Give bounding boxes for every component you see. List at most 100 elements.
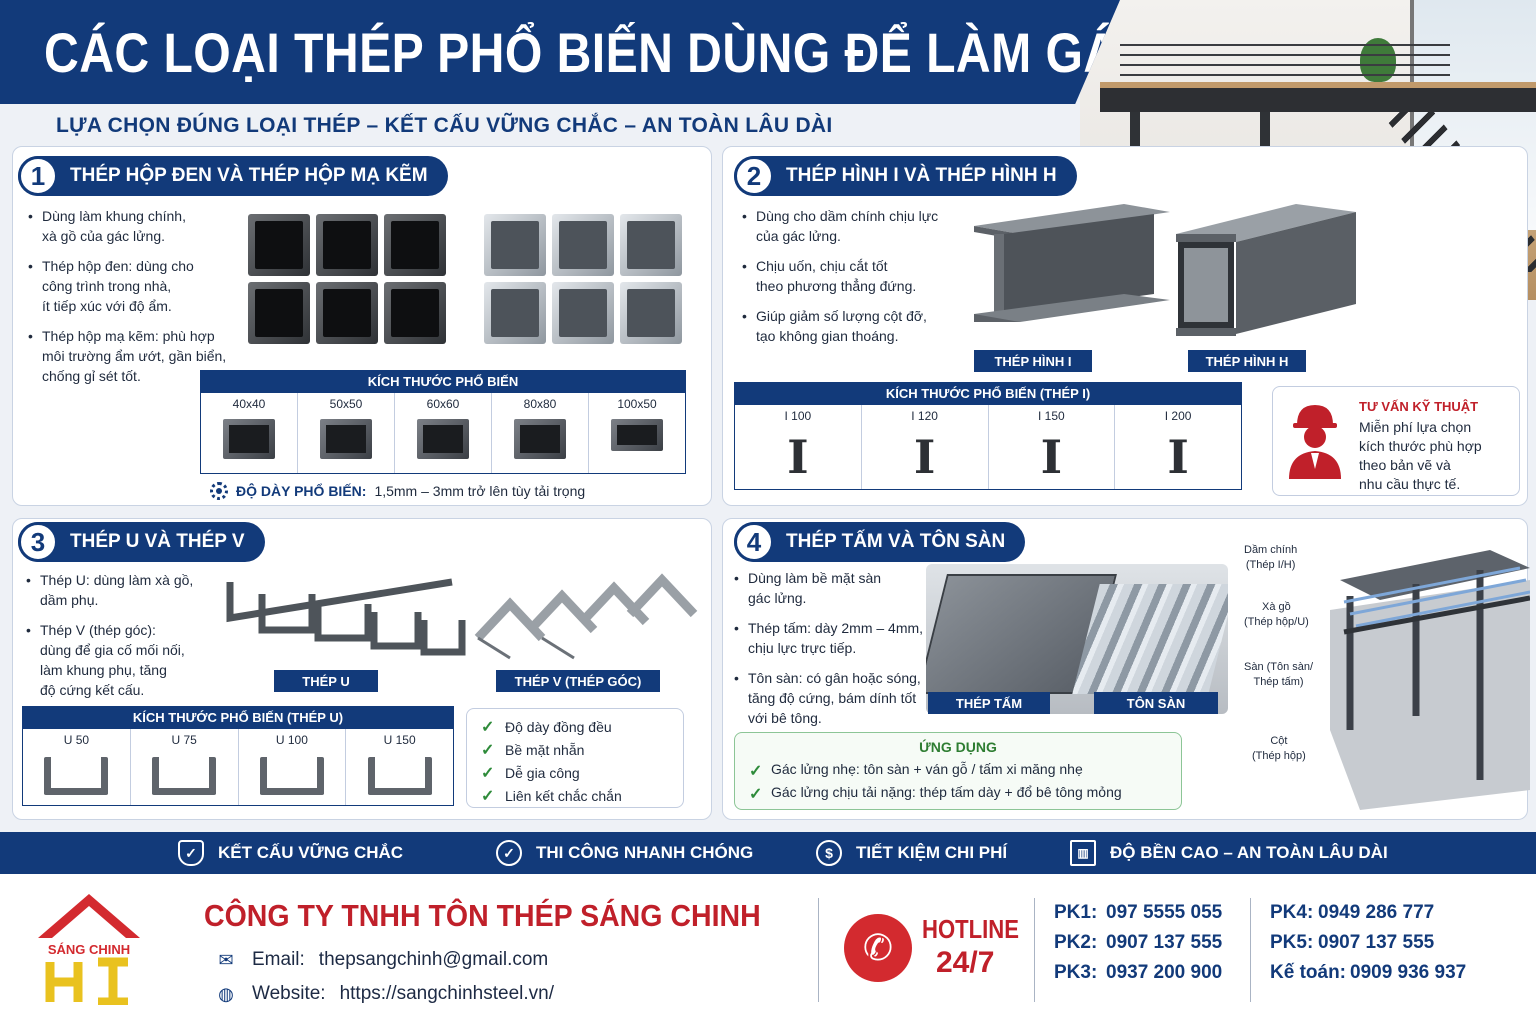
- section-2-header: 2 THÉP HÌNH I VÀ THÉP HÌNH H: [734, 156, 1077, 196]
- quality-checklist: ✓Độ dày đồng đều ✓Bề mặt nhẵn ✓Dễ gia cô…: [466, 708, 684, 808]
- phone-label: PK3:: [1054, 962, 1098, 983]
- phone-number: 0937 200 900: [1106, 962, 1223, 983]
- size-cell: 60x60: [395, 393, 492, 473]
- dollar-icon: $: [816, 840, 842, 866]
- building-icon: ▥: [1070, 840, 1096, 866]
- checklist-item: ✓Bề mặt nhẵn: [481, 738, 683, 761]
- square-tube-icon: [417, 419, 469, 459]
- section-number: 1: [18, 156, 58, 196]
- annotation-purlin: Xà gồ (Thép hộp/U): [1244, 601, 1309, 628]
- size-label: 50x50: [329, 397, 363, 411]
- phone-label: PK4:: [1270, 902, 1314, 923]
- i-beam-icon: I: [1040, 430, 1063, 484]
- bullet-item: Tôn sàn: có gân hoặc sóng, tăng độ cứng,…: [732, 668, 932, 728]
- phone-icon[interactable]: ✆: [844, 914, 912, 982]
- i-beam-icon: I: [787, 430, 809, 484]
- hotline-label: HOTLINE: [922, 914, 1019, 944]
- bullet-item: Thép hộp đen: dùng cho công trình trong …: [26, 256, 246, 316]
- email-row: ✉ Email: thepsangchinh@gmail.com: [214, 948, 548, 972]
- size-cell: 50x50: [298, 393, 395, 473]
- phone-line[interactable]: PK1:097 5555 055: [1054, 902, 1222, 924]
- consult-text: Miễn phí lựa chọn kích thước phù hợp the…: [1359, 419, 1482, 492]
- floor-decking-image: [1072, 584, 1228, 694]
- check-icon: ✓: [481, 741, 495, 759]
- divider: [1034, 898, 1035, 1002]
- phone-line[interactable]: PK2:0907 137 555: [1054, 932, 1222, 954]
- check-icon: ✓: [481, 787, 495, 805]
- steel-plate-decking-image: [926, 564, 1228, 714]
- thickness-note: ĐỘ DÀY PHỔ BIẾN: 1,5mm – 3mm trở lên tùy…: [210, 482, 585, 500]
- company-logo: SÁNG CHINH: [38, 894, 140, 1005]
- thickness-label: ĐỘ DÀY PHỔ BIẾN:: [236, 483, 367, 499]
- phone-line[interactable]: PK4:0949 286 777: [1270, 902, 1434, 924]
- engineer-icon: [1289, 405, 1341, 479]
- title-banner: CÁC LOẠI THÉP PHỔ BIẾN DÙNG ĐỂ LÀM GÁC L…: [0, 0, 1120, 104]
- application-item: ✓Gác lửng chịu tải nặng: thép tấm dày + …: [749, 784, 1122, 804]
- phone-number: 0949 286 777: [1318, 902, 1435, 923]
- rect-tube-icon: [611, 419, 663, 451]
- phone-line[interactable]: Kế toán:0909 936 937: [1270, 962, 1466, 984]
- size-label: 40x40: [232, 397, 266, 411]
- u-channel-icon: [259, 757, 324, 795]
- size-cell: 40x40: [201, 393, 298, 473]
- i-beam-icon: I: [913, 430, 936, 484]
- page-subtitle: LỰA CHỌN ĐÚNG LOẠI THÉP – KẾT CẤU VỮNG C…: [56, 114, 833, 137]
- footer: SÁNG CHINH CÔNG TY TNHH TÔN THÉP SÁNG CH…: [0, 874, 1536, 1024]
- section-number: 3: [18, 522, 58, 562]
- application-item: ✓ Gác lửng nhẹ: tôn sàn + ván gỗ / tấm xi…: [749, 761, 1083, 781]
- table-title: KÍCH THƯỚC PHỔ BIẾN (THÉP U): [23, 707, 453, 729]
- size-cell: 80x80: [492, 393, 589, 473]
- section-1-bullets: Dùng làm khung chính, xà gồ của gác lửng…: [26, 206, 246, 396]
- bullet-item: Giúp giảm số lượng cột đỡ, tạo không gia…: [740, 306, 970, 346]
- benefits-bar: ✓ KẾT CẤU VỮNG CHẮC ✓ THI CÔNG NHANH CHÓ…: [0, 832, 1536, 874]
- section-number: 2: [734, 156, 774, 196]
- application-text: Gác lửng nhẹ: tôn sàn + ván gỗ / tấm xi …: [771, 761, 1083, 777]
- size-label: U 100: [275, 733, 308, 747]
- section-4-bullets: Dùng làm bề mặt sàn gác lửng. Thép tấm: …: [732, 568, 932, 738]
- square-tube-icon: [320, 419, 372, 459]
- i-beam-image: [974, 204, 1170, 322]
- website-label: Website:: [252, 983, 326, 1004]
- angle-steel-image: [474, 573, 698, 660]
- phone-line[interactable]: PK3: 0937 200 900: [1054, 962, 1222, 984]
- size-cell: U 75: [131, 729, 239, 805]
- benefit-label: THI CÔNG NHANH CHÓNG: [536, 843, 754, 862]
- benefit-item: $ TIẾT KIỆM CHI PHÍ: [816, 840, 1007, 866]
- size-cell: U 100: [239, 729, 347, 805]
- phone-line[interactable]: PK5:0907 137 555: [1270, 932, 1434, 954]
- bullet-item: Thép V (thép góc): dùng để gia cố mối nố…: [24, 620, 224, 700]
- phone-number: 097 5555 055: [1106, 902, 1223, 923]
- size-label: I 100: [784, 409, 812, 423]
- square-tube-icon: [223, 419, 275, 459]
- checklist-item: ✓Liên kết chắc chắn: [481, 784, 683, 807]
- check-icon: ✓: [749, 763, 763, 780]
- bullet-item: Thép tấm: dày 2mm – 4mm, chịu lực trực t…: [732, 618, 932, 658]
- section-3-bullets: Thép U: dùng làm xà gồ, dầm phụ. Thép V …: [24, 570, 224, 710]
- benefit-item: ✓ KẾT CẤU VỮNG CHẮC: [178, 840, 403, 866]
- bullet-item: Dùng làm bề mặt sàn gác lửng.: [732, 568, 932, 608]
- hotline-hours: 24/7: [936, 946, 995, 979]
- size-label: U 150: [383, 733, 416, 747]
- size-label: 60x60: [426, 397, 460, 411]
- email-link[interactable]: thepsangchinh@gmail.com: [318, 949, 549, 970]
- section-2-bullets: Dùng cho dầm chính chịu lực của gác lửng…: [740, 206, 970, 356]
- square-tube-icon: [514, 419, 566, 459]
- website-link[interactable]: https://sangchinhsteel.vn/: [339, 983, 554, 1004]
- size-label: U 75: [171, 733, 197, 747]
- check-icon: ✓: [749, 786, 763, 803]
- technical-consult-box: TƯ VẤN KỸ THUẬT Miễn phí lựa chọn kích t…: [1272, 386, 1520, 496]
- benefit-item: ▥ ĐỘ BỀN CAO – AN TOÀN LÂU DÀI: [1070, 840, 1388, 866]
- i-beam-label: THÉP HÌNH I: [974, 350, 1092, 372]
- size-cell: U 150: [346, 729, 453, 805]
- u-channel-size-table: KÍCH THƯỚC PHỔ BIẾN (THÉP U) U 50 U 75 U…: [22, 706, 454, 806]
- checklist-label: Dễ gia công: [505, 764, 580, 781]
- divider: [1250, 898, 1251, 1002]
- table-title: KÍCH THƯỚC PHỔ BIẾN: [201, 371, 685, 393]
- table-title: KÍCH THƯỚC PHỔ BIẾN (THÉP I): [735, 383, 1241, 405]
- size-label: I 200: [1164, 409, 1192, 423]
- check-icon: ✓: [481, 764, 495, 782]
- section-1-header: 1 THÉP HỘP ĐEN VÀ THÉP HỘP MẠ KẼM: [18, 156, 448, 196]
